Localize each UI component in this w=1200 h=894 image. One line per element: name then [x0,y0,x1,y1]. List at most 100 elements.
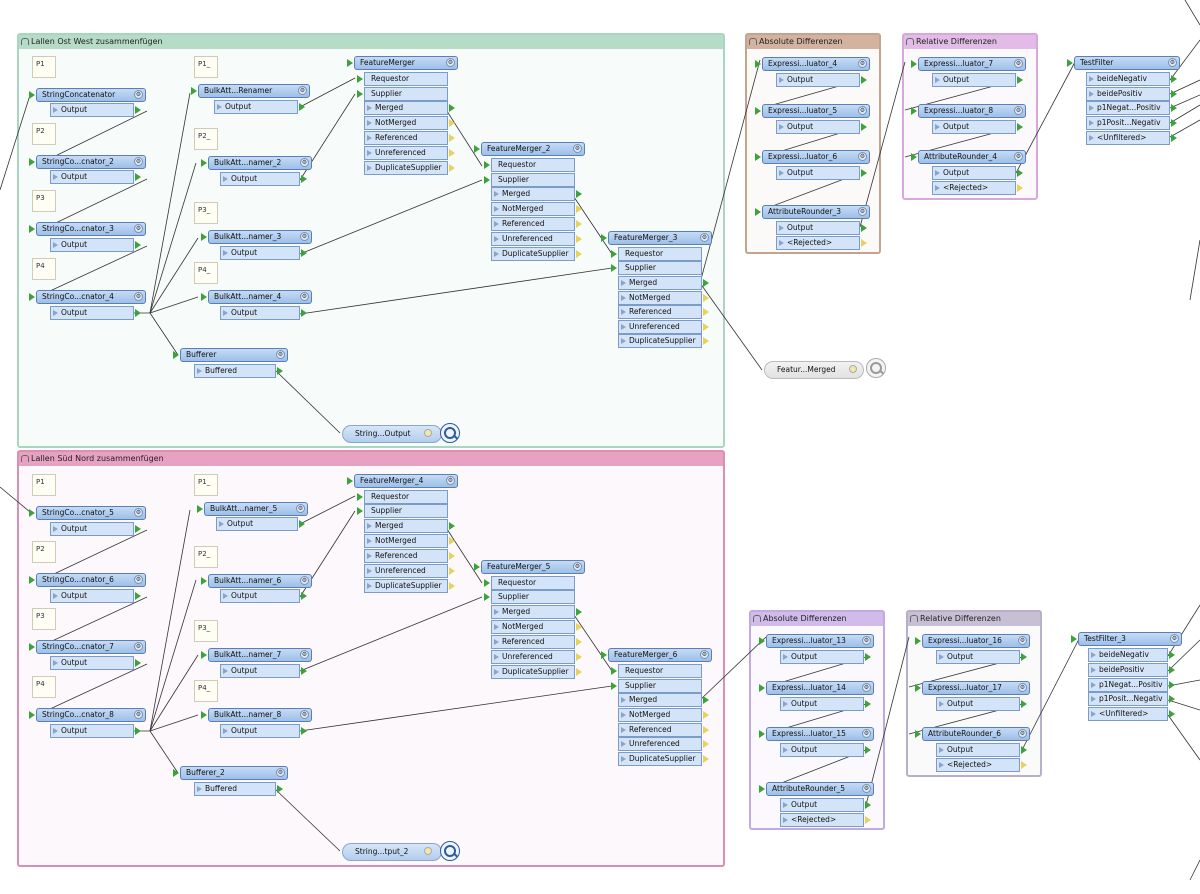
annotation[interactable]: P4 [32,676,56,698]
annotation[interactable]: P2 [32,123,56,145]
port-rejected[interactable]: <Rejected> [776,236,860,250]
port-duplicatesupplier[interactable]: DuplicateSupplier [364,579,448,593]
port-requestor[interactable]: Requestor [618,664,702,678]
gear-icon[interactable]: ⚙ [300,576,309,585]
port-unreferenced[interactable]: Unreferenced [364,564,448,578]
port-referenced[interactable]: Referenced [618,305,702,319]
port-testfilter-output[interactable]: beidePositiv [1088,663,1168,677]
port-buffered[interactable]: Buffered [194,782,276,796]
gear-icon[interactable]: ⚙ [300,710,309,719]
gear-icon[interactable]: ⚙ [700,233,709,242]
port-output[interactable]: Output [50,724,134,738]
port-duplicatesupplier[interactable]: DuplicateSupplier [491,665,575,679]
annotation[interactable]: P3 [32,608,56,630]
port-output[interactable]: Output [50,170,134,184]
gear-icon[interactable]: ⚙ [573,144,582,153]
port-buffered[interactable]: Buffered [194,364,276,378]
port-duplicatesupplier[interactable]: DuplicateSupplier [618,334,702,348]
transformer-expressionevaluator[interactable]: Expressi...luator_16⚙ [922,634,1030,648]
transformer-expressionevaluator[interactable]: Expressi...luator_15⚙ [766,727,874,741]
port-output[interactable]: Output [214,100,298,114]
transformer-attributerounder[interactable]: AttributeRounder_6⚙ [922,727,1030,741]
transformer-stringconcatenator[interactable]: StringCo...cnator_6⚙ [36,573,146,587]
port-notmerged[interactable]: NotMerged [491,620,575,634]
transformer-featuremerger[interactable]: FeatureMerger⚙ [354,56,458,70]
port-duplicatesupplier[interactable]: DuplicateSupplier [618,752,702,766]
gear-icon[interactable]: ⚙ [1014,152,1023,161]
port-output[interactable]: Output [932,73,1016,87]
port-supplier[interactable]: Supplier [364,504,448,518]
gear-icon[interactable]: ⚙ [858,207,867,216]
port-requestor[interactable]: Requestor [491,158,575,172]
port-output[interactable]: Output [216,517,298,531]
annotation[interactable]: P4_ [194,680,218,702]
annotation[interactable]: P2_ [194,546,218,568]
gear-icon[interactable]: ⚙ [134,642,143,651]
port-supplier[interactable]: Supplier [491,173,575,187]
port-supplier[interactable]: Supplier [364,87,448,101]
port-output[interactable]: Output [50,103,134,117]
port-requestor[interactable]: Requestor [364,72,448,86]
port-testfilter-unfiltered[interactable]: <Unfiltered> [1086,131,1170,145]
gear-icon[interactable]: ⚙ [862,636,871,645]
port-output[interactable]: Output [776,73,860,87]
gear-icon[interactable]: ⚙ [300,650,309,659]
port-testfilter-unfiltered[interactable]: <Unfiltered> [1088,707,1168,721]
port-merged[interactable]: Merged [491,605,575,619]
gear-icon[interactable]: ⚙ [298,86,307,95]
transformer-bufferer[interactable]: Bufferer⚙ [180,348,288,362]
transformer-stringconcatenator[interactable]: StringCo...cnator_5⚙ [36,506,146,520]
transformer-expressionevaluator[interactable]: Expressi...luator_13⚙ [766,634,874,648]
port-output[interactable]: Output [776,221,860,235]
port-unreferenced[interactable]: Unreferenced [618,320,702,334]
annotation[interactable]: P3 [32,190,56,212]
transformer-stringconcatenator[interactable]: StringCo...cnator_7⚙ [36,640,146,654]
gear-icon[interactable]: ⚙ [862,729,871,738]
port-output[interactable]: Output [936,697,1020,711]
transformer-featuremerger[interactable]: FeatureMerger_2⚙ [481,142,585,156]
gear-icon[interactable]: ⚙ [1018,729,1027,738]
gear-icon[interactable]: ⚙ [300,292,309,301]
port-requestor[interactable]: Requestor [364,490,448,504]
port-output[interactable]: Output [220,724,300,738]
transformer-expressionevaluator[interactable]: Expressi...luator_6⚙ [762,150,870,164]
annotation[interactable]: P2 [32,541,56,563]
port-output[interactable]: Output [50,589,134,603]
transformer-stringconcatenator[interactable]: StringCo...cnator_8⚙ [36,708,146,722]
port-referenced[interactable]: Referenced [491,635,575,649]
port-referenced[interactable]: Referenced [491,217,575,231]
port-output[interactable]: Output [936,650,1020,664]
port-output[interactable]: Output [220,664,300,678]
port-output[interactable]: Output [776,120,860,134]
port-output[interactable]: Output [932,166,1016,180]
gear-icon[interactable]: ⚙ [1018,683,1027,692]
transformer-testfilter[interactable]: TestFilter⚙ [1074,56,1180,70]
port-testfilter-output[interactable]: p1Negat...Positiv [1088,678,1168,692]
annotation[interactable]: P3_ [194,620,218,642]
transformer-attributerounder[interactable]: AttributeRounder_3⚙ [762,205,870,219]
gear-icon[interactable]: ⚙ [862,683,871,692]
port-supplier[interactable]: Supplier [618,261,702,275]
port-output[interactable]: Output [780,743,864,757]
magnifier-icon[interactable] [440,841,460,861]
transformer-bulkattributerenamer[interactable]: BulkAtt...namer_2⚙ [208,156,312,170]
port-output[interactable]: Output [50,238,134,252]
inspector-feature-merged[interactable]: Featur...Merged [764,361,864,379]
port-requestor[interactable]: Requestor [491,576,575,590]
port-notmerged[interactable]: NotMerged [618,708,702,722]
port-unreferenced[interactable]: Unreferenced [491,232,575,246]
transformer-bulkattributerenamer[interactable]: BulkAtt...namer_3⚙ [208,230,312,244]
gear-icon[interactable]: ⚙ [573,562,582,571]
gear-icon[interactable]: ⚙ [300,232,309,241]
gear-icon[interactable]: ⚙ [134,575,143,584]
annotation[interactable]: P3_ [194,202,218,224]
annotation[interactable]: P1 [32,56,56,78]
port-testfilter-output[interactable]: p1Negat...Positiv [1086,101,1170,115]
annotation[interactable]: P1 [32,474,56,496]
gear-icon[interactable]: ⚙ [1170,634,1179,643]
gear-icon[interactable]: ⚙ [296,504,305,513]
transformer-expressionevaluator[interactable]: Expressi...luator_17⚙ [922,681,1030,695]
transformer-bulkattributerenamer[interactable]: BulkAtt...namer_4⚙ [208,290,312,304]
annotation[interactable]: P1_ [194,56,218,78]
